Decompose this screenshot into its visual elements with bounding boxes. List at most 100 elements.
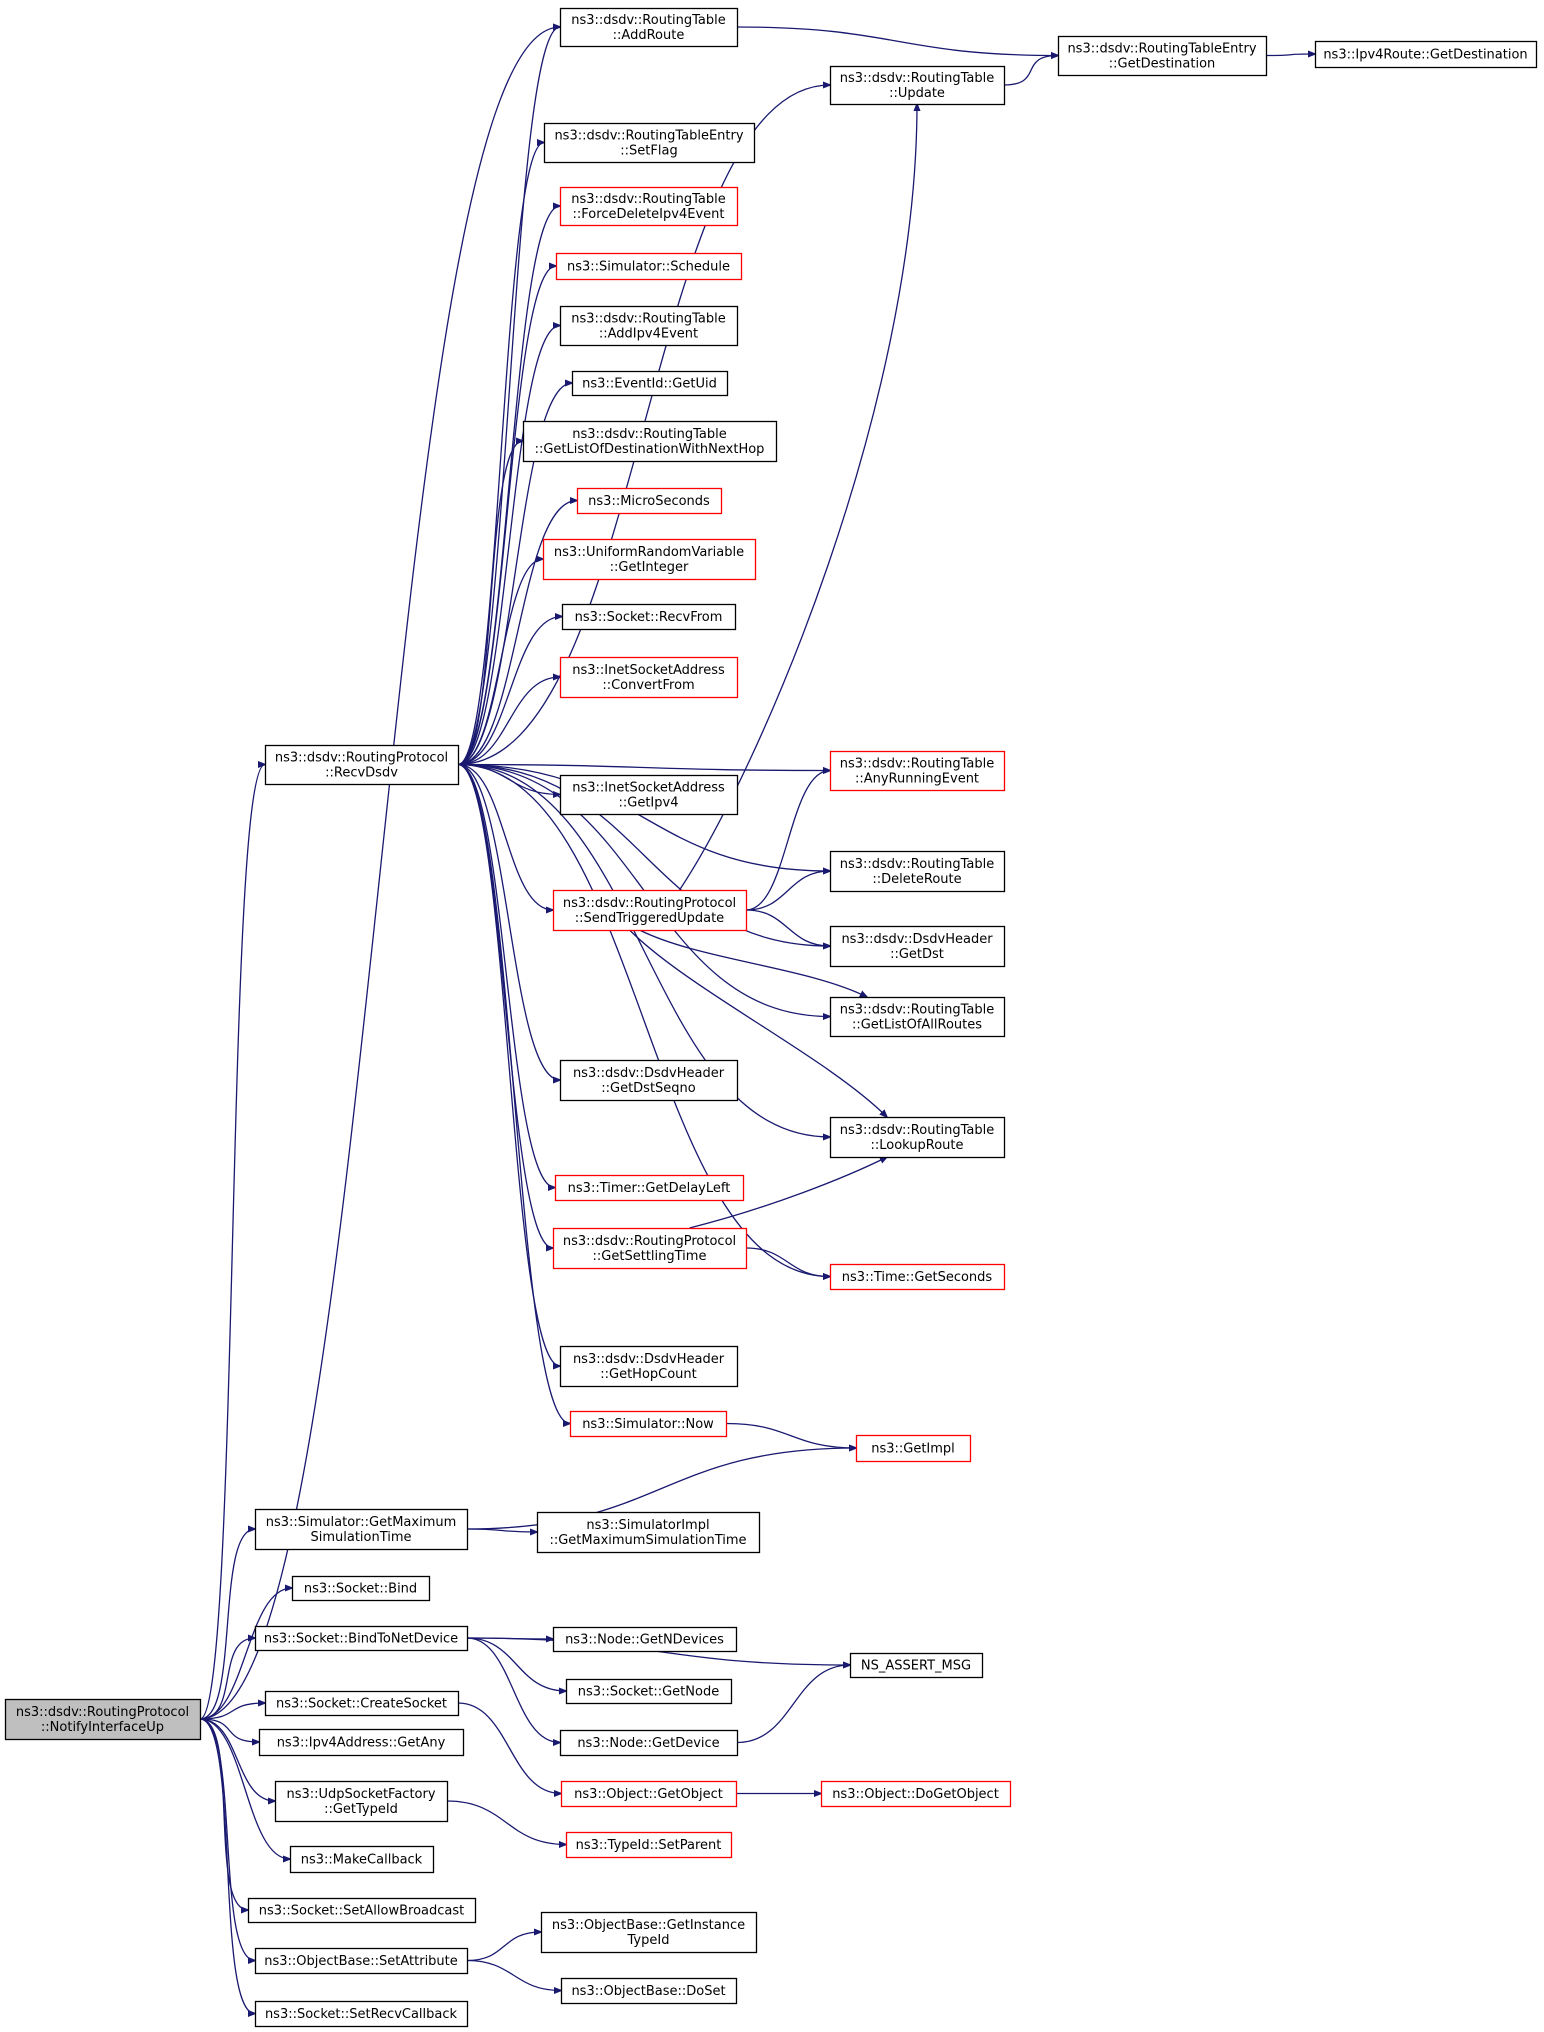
function-node-createsocket[interactable]: ns3::Socket::CreateSocket — [264, 1690, 460, 1717]
function-node-schedule[interactable]: ns3::Simulator::Schedule — [555, 252, 743, 281]
node-label-line: ns3::ObjectBase::SetAttribute — [264, 1954, 458, 1969]
function-node-getinteger[interactable]: ns3::UniformRandomVariable::GetInteger — [542, 538, 757, 581]
function-node-sendtriggered[interactable]: ns3::dsdv::RoutingProtocol::SendTriggere… — [552, 889, 748, 932]
node-box — [254, 1625, 469, 1652]
node-label-line: ns3::dsdv::RoutingTableEntry — [1067, 42, 1256, 57]
node-label-line: ::GetListOfAllRoutes — [852, 1018, 982, 1033]
call-edge-recvdsdv-to-sendtriggered — [457, 763, 553, 911]
call-edge-recvdsdv-to-schedule — [457, 266, 556, 766]
node-label-line: ::Update — [889, 86, 945, 101]
function-node-lookuproute[interactable]: ns3::dsdv::RoutingTable::LookupRoute — [829, 1116, 1006, 1159]
node-label-line: ::ConvertFrom — [602, 678, 694, 693]
function-node-deleteroute[interactable]: ns3::dsdv::RoutingTable::DeleteRoute — [829, 850, 1006, 893]
function-node-getdest_ipv4[interactable]: ns3::Ipv4Route::GetDestination — [1314, 40, 1538, 69]
call-edge-getmaxsim-to-simimplmax — [466, 1529, 537, 1532]
node-box — [274, 1780, 449, 1823]
node-label-line: ns3::dsdv::RoutingTable — [571, 13, 726, 28]
function-node-getdest_rte[interactable]: ns3::dsdv::RoutingTableEntry::GetDestina… — [1057, 35, 1268, 77]
node-label-line: NS_ASSERT_MSG — [861, 1659, 971, 1674]
function-node-addipv4event[interactable]: ns3::dsdv::RoutingTable::AddIpv4Event — [559, 305, 739, 347]
function-node-getlistall[interactable]: ns3::dsdv::RoutingTable::GetListOfAllRou… — [829, 996, 1006, 1038]
function-node-simnow[interactable]: ns3::Simulator::Now — [569, 1410, 728, 1438]
node-box — [552, 889, 748, 932]
function-node-getuid[interactable]: ns3::EventId::GetUid — [571, 370, 729, 397]
call-edge-recvdsdv-to-addroute — [457, 27, 560, 766]
function-node-getdelayleft[interactable]: ns3::Timer::GetDelayLeft — [554, 1174, 745, 1202]
function-node-getsettling[interactable]: ns3::dsdv::RoutingProtocol::GetSettlingT… — [552, 1227, 748, 1270]
node-box — [565, 1831, 733, 1859]
call-edge-notify-to-setrecvcb — [199, 1718, 255, 2014]
node-box — [554, 1174, 745, 1202]
function-node-addroute[interactable]: ns3::dsdv::RoutingTable::AddRoute — [559, 7, 739, 48]
node-label-line: ns3::dsdv::RoutingTable — [572, 427, 727, 442]
function-node-simimplmax[interactable]: ns3::SimulatorImpl::GetMaximumSimulation… — [536, 1511, 761, 1554]
function-node-notify: ns3::dsdv::RoutingProtocol::NotifyInterf… — [4, 1698, 202, 1741]
function-node-getany[interactable]: ns3::Ipv4Address::GetAny — [258, 1728, 465, 1757]
function-node-gethopcount[interactable]: ns3::dsdv::DsdvHeader::GetHopCount — [559, 1345, 739, 1388]
function-node-getndevices[interactable]: ns3::Node::GetNDevices — [552, 1626, 738, 1653]
function-node-convertfrom[interactable]: ns3::InetSocketAddress::ConvertFrom — [559, 656, 739, 699]
node-label-line: ::SetFlag — [620, 144, 677, 159]
function-node-update[interactable]: ns3::dsdv::RoutingTable::Update — [829, 65, 1006, 106]
node-label-line: ns3::ObjectBase::DoSet — [571, 1984, 725, 1999]
function-node-getipv4[interactable]: ns3::InetSocketAddress::GetIpv4 — [559, 774, 739, 816]
node-label-line: ns3::dsdv::RoutingTable — [840, 1123, 995, 1138]
function-node-doset[interactable]: ns3::ObjectBase::DoSet — [560, 1977, 738, 2005]
node-box — [1057, 35, 1268, 77]
call-edge-setattribute-to-doset — [466, 1959, 561, 1991]
node-label-line: ns3::Socket::SetAllowBroadcast — [259, 1904, 465, 1919]
function-node-getimpl[interactable]: ns3::GetImpl — [855, 1434, 972, 1463]
call-edge-recvdsdv-to-getseconds — [457, 763, 830, 1277]
function-node-getdevice[interactable]: ns3::Node::GetDevice — [559, 1729, 739, 1757]
function-node-recvdsdv[interactable]: ns3::dsdv::RoutingProtocol::RecvDsdv — [264, 744, 460, 786]
node-box — [258, 1728, 465, 1757]
call-edge-recvdsdv-to-deleteroute — [457, 763, 830, 872]
node-label-line: ::GetTypeId — [324, 1802, 398, 1817]
node-label-line: ns3::Simulator::GetMaximum — [266, 1515, 457, 1530]
function-node-getlistnexthop[interactable]: ns3::dsdv::RoutingTable::GetListOfDestin… — [522, 420, 778, 463]
function-node-microseconds[interactable]: ns3::MicroSeconds — [576, 487, 723, 515]
node-label-line: ns3::Time::GetSeconds — [842, 1270, 993, 1285]
function-node-setflag[interactable]: ns3::dsdv::RoutingTableEntry::SetFlag — [543, 122, 756, 164]
node-box — [559, 656, 739, 699]
function-node-getobject[interactable]: ns3::Object::GetObject — [560, 1780, 738, 1808]
node-label-line: ns3::Socket::GetNode — [578, 1685, 719, 1700]
node-box — [559, 305, 739, 347]
node-box — [849, 1652, 984, 1679]
function-node-setparent[interactable]: ns3::TypeId::SetParent — [565, 1831, 733, 1859]
node-box — [264, 744, 460, 786]
function-node-getnode[interactable]: ns3::Socket::GetNode — [565, 1678, 733, 1705]
call-edge-recvdsdv-to-recvfrom — [457, 617, 562, 766]
function-node-setrecvcb[interactable]: ns3::Socket::SetRecvCallback — [254, 2000, 469, 2028]
node-label-line: ::DeleteRoute — [872, 872, 961, 887]
function-node-getmaxsim[interactable]: ns3::Simulator::GetMaximumSimulationTime — [254, 1508, 469, 1551]
function-node-dogetobject[interactable]: ns3::Object::DoGetObject — [820, 1780, 1012, 1808]
function-node-bindnetdev[interactable]: ns3::Socket::BindToNetDevice — [254, 1625, 469, 1652]
function-node-udptypeid[interactable]: ns3::UdpSocketFactory::GetTypeId — [274, 1780, 449, 1823]
function-node-forcedelete[interactable]: ns3::dsdv::RoutingTable::ForceDeleteIpv4… — [559, 186, 739, 227]
node-box — [829, 1263, 1006, 1291]
function-node-setattribute[interactable]: ns3::ObjectBase::SetAttribute — [254, 1947, 469, 1975]
node-box — [254, 2000, 469, 2028]
function-node-getseconds[interactable]: ns3::Time::GetSeconds — [829, 1263, 1006, 1291]
node-box — [540, 1911, 758, 1954]
function-node-assertmsg[interactable]: NS_ASSERT_MSG — [849, 1652, 984, 1679]
function-node-getdst[interactable]: ns3::dsdv::DsdvHeader::GetDst — [829, 925, 1006, 968]
function-node-setallowbcast[interactable]: ns3::Socket::SetAllowBroadcast — [247, 1897, 477, 1924]
node-label-line: ns3::dsdv::RoutingProtocol — [16, 1705, 189, 1720]
function-node-bind[interactable]: ns3::Socket::Bind — [291, 1575, 431, 1602]
node-label-line: TypeId — [627, 1933, 670, 1948]
call-edge-notify-to-bindnetdev — [199, 1638, 255, 1720]
function-node-makecallback[interactable]: ns3::MakeCallback — [289, 1845, 435, 1874]
call-edge-bindnetdev-to-getndevices — [466, 1638, 553, 1639]
function-node-anyrunning[interactable]: ns3::dsdv::RoutingTable::AnyRunningEvent — [829, 750, 1006, 792]
node-label-line: ::GetIpv4 — [619, 796, 679, 811]
node-label-line: ns3::UniformRandomVariable — [554, 545, 744, 560]
node-box — [552, 1227, 748, 1270]
node-box — [1314, 40, 1538, 69]
node-label-line: ns3::dsdv::RoutingTableEntry — [554, 129, 743, 144]
function-node-recvfrom[interactable]: ns3::Socket::RecvFrom — [561, 603, 737, 631]
function-node-getdstseqno[interactable]: ns3::dsdv::DsdvHeader::GetDstSeqno — [559, 1059, 739, 1102]
